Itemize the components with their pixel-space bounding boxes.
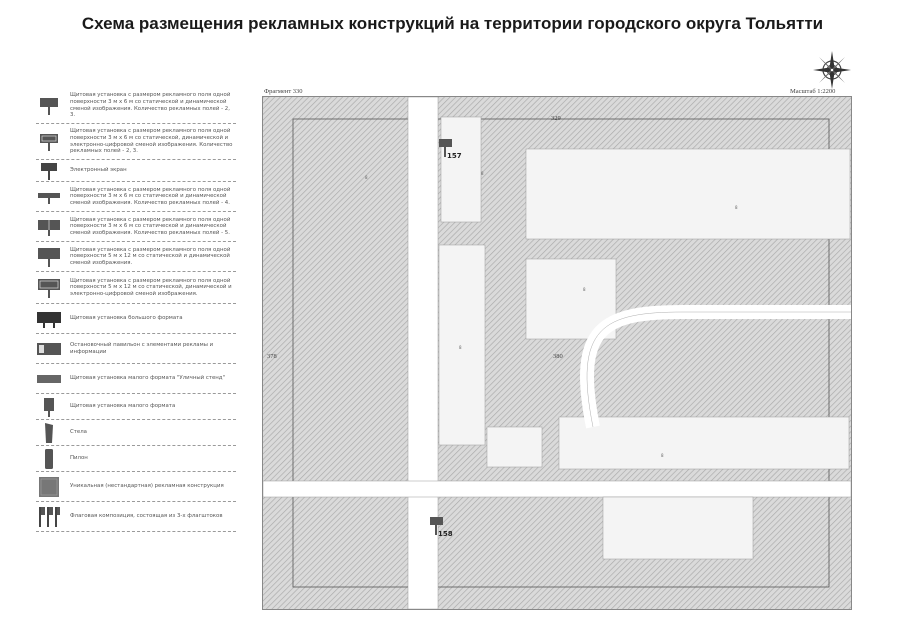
building-block <box>558 416 850 470</box>
billboard-5x12-digital-icon <box>36 277 62 299</box>
legend-item: Стела <box>36 420 236 446</box>
legend-item-text: Уникальная (нестандартная) рекламная кон… <box>70 483 224 490</box>
pylon-icon <box>36 447 62 471</box>
ad-marker-157[interactable]: 157 <box>439 139 469 167</box>
building-block <box>486 426 543 468</box>
legend-item-text: Флаговая композиция, состоящая из 3-х фл… <box>70 513 223 520</box>
road-horizontal <box>263 480 851 498</box>
svg-text:8: 8 <box>481 171 484 176</box>
building-block <box>440 116 482 223</box>
legend-item: Щитовая установка большого формата <box>36 304 236 334</box>
billboard-3x6-digital-icon <box>36 131 62 153</box>
legend-item-text: Щитовая установка с размером рекламного … <box>70 246 231 266</box>
ad-marker-158[interactable]: 158 <box>430 517 460 545</box>
electronic-screen-icon <box>36 160 62 182</box>
building-block <box>525 148 851 240</box>
svg-text:8: 8 <box>365 175 368 180</box>
stele-icon <box>36 421 62 445</box>
legend-item: Электронный экран <box>36 160 236 182</box>
sheet-number-left: 378 <box>267 353 277 360</box>
legend-item: Щитовая установка с размером рекламного … <box>36 212 236 242</box>
page-title: Схема размещения рекламных конструкций н… <box>81 14 824 33</box>
building-block <box>602 496 754 560</box>
legend-item-text: Щитовая установка малого формата <box>70 403 176 410</box>
billboard-4-fields-icon <box>36 189 62 205</box>
legend-item: Щитовая установка с размером рекламного … <box>36 88 236 124</box>
legend-item: Щитовая установка с размером рекламного … <box>36 124 236 160</box>
road-vertical <box>407 97 439 609</box>
legend-item: Флаговая композиция, состоящая из 3-х фл… <box>36 502 236 532</box>
legend-item: Щитовая установка с размером рекламного … <box>36 242 236 272</box>
legend-item-text: Щитовая установка с размером рекламного … <box>70 277 232 297</box>
legend-item: Пилон <box>36 446 236 472</box>
small-format-city-stand-icon <box>36 372 62 386</box>
svg-text:8: 8 <box>459 345 462 350</box>
legend-item: Остановочный павильон с элементами рекла… <box>36 334 236 364</box>
legend-item: Щитовая установка с размером рекламного … <box>36 182 236 212</box>
legend-item: Уникальная (нестандартная) рекламная кон… <box>36 472 236 502</box>
map-canvas: 8 8 8 8 8 8 <box>263 97 851 609</box>
compass-rose-icon <box>813 51 851 89</box>
map[interactable]: 8 8 8 8 8 8 329 378 380 157 158 <box>262 96 852 610</box>
legend-item-text: Щитовая установка с размером рекламного … <box>70 92 231 119</box>
billboard-5x12-icon <box>36 246 62 268</box>
legend-item: Щитовая установка малого формата "Уличны… <box>36 364 236 394</box>
svg-text:8: 8 <box>583 287 586 292</box>
unique-construction-icon <box>36 475 62 499</box>
legend-item-text: Щитовая установка большого формата <box>70 315 183 322</box>
svg-text:8: 8 <box>661 453 664 458</box>
legend-item-text: Электронный экран <box>70 167 127 174</box>
legend-item-text: Остановочный павильон с элементами рекла… <box>70 341 214 355</box>
marker-label: 157 <box>447 152 462 160</box>
legend-item: Щитовая установка с размером рекламного … <box>36 272 236 304</box>
billboard-marker-icon <box>430 517 443 525</box>
building-block <box>438 244 486 446</box>
legend-item-text: Щитовая установка с размером рекламного … <box>70 128 233 155</box>
billboard-marker-icon <box>439 139 452 147</box>
sheet-number-center: 380 <box>553 353 563 360</box>
legend: Щитовая установка с размером рекламного … <box>36 88 236 532</box>
marker-label: 158 <box>438 530 453 538</box>
large-format-billboard-icon <box>36 309 62 329</box>
legend-item: Щитовая установка малого формата <box>36 394 236 420</box>
legend-item-text: Щитовая установка с размером рекламного … <box>70 216 231 236</box>
billboard-5-fields-icon <box>36 217 62 237</box>
billboard-marker-leg <box>444 147 446 157</box>
legend-item-text: Стела <box>70 429 87 436</box>
billboard-marker-leg <box>435 525 437 535</box>
sheet-number-top: 329 <box>551 115 561 122</box>
bus-stop-pavilion-icon <box>36 340 62 358</box>
scale-label: Масштаб 1:2200 <box>790 88 836 95</box>
svg-text:8: 8 <box>735 205 738 210</box>
small-format-billboard-icon <box>36 396 62 418</box>
legend-item-text: Щитовая установка с размером рекламного … <box>70 186 231 206</box>
legend-item-text: Пилон <box>70 455 88 462</box>
billboard-3x6-icon <box>36 95 62 117</box>
flag-composition-icon <box>36 505 62 529</box>
fragment-label: Фрагмент 330 <box>264 88 303 95</box>
legend-item-text: Щитовая установка малого формата "Уличны… <box>70 375 226 382</box>
